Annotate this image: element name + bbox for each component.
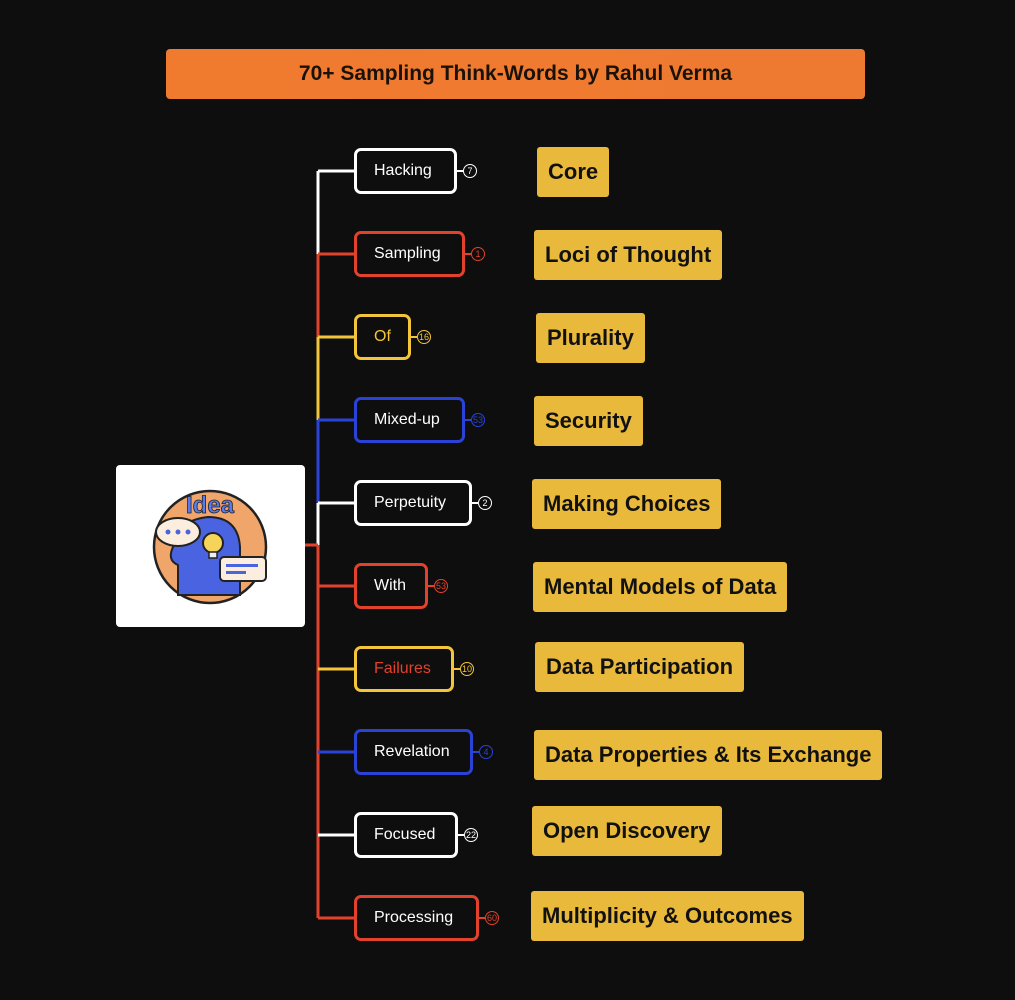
topic-node-label: Perpetuity — [374, 494, 447, 511]
child-count-badge[interactable]: 60 — [485, 911, 499, 925]
topic-node-label: Processing — [374, 909, 454, 926]
topic-node-label: Revelation — [374, 743, 450, 760]
topic-node-label: With — [374, 577, 406, 594]
theme-label: Loci of Thought — [534, 230, 723, 280]
theme-label: Open Discovery — [532, 806, 722, 856]
badge-connector — [454, 668, 460, 670]
badge-connector — [472, 502, 478, 504]
badge-connector — [411, 336, 417, 338]
topic-node[interactable]: Perpetuity — [354, 480, 472, 526]
topic-node[interactable]: With — [354, 563, 428, 609]
badge-connector — [465, 419, 471, 421]
topic-node-label: Failures — [374, 660, 431, 677]
idea-logo-text: Idea — [186, 492, 235, 519]
theme-label: Data Properties & Its Exchange — [534, 730, 883, 780]
topic-node[interactable]: Processing — [354, 895, 479, 941]
topic-node-label: Focused — [374, 826, 436, 843]
theme-label: Multiplicity & Outcomes — [531, 891, 804, 941]
child-count-badge[interactable]: 1 — [471, 247, 485, 261]
child-count-badge[interactable]: 53 — [434, 579, 448, 593]
child-count-badge[interactable]: 53 — [471, 413, 485, 427]
page-title: 70+ Sampling Think-Words by Rahul Verma — [166, 49, 865, 99]
theme-label: Plurality — [536, 313, 645, 363]
child-count-badge[interactable]: 10 — [460, 662, 474, 676]
idea-illustration-icon: Idea — [152, 489, 268, 605]
topic-node[interactable]: Sampling — [354, 231, 465, 277]
badge-connector — [479, 917, 485, 919]
topic-node[interactable]: Hacking — [354, 148, 457, 194]
topic-node[interactable]: Revelation — [354, 729, 473, 775]
badge-connector — [457, 170, 463, 172]
topic-node[interactable]: Focused — [354, 812, 458, 858]
theme-label: Security — [534, 396, 643, 446]
theme-label: Core — [537, 147, 610, 197]
child-count-badge[interactable]: 16 — [417, 330, 431, 344]
theme-label: Data Participation — [535, 642, 745, 692]
topic-node[interactable]: Failures — [354, 646, 454, 692]
badge-connector — [458, 834, 464, 836]
root-idea-image[interactable]: Idea — [116, 465, 305, 627]
child-count-badge[interactable]: 2 — [478, 496, 492, 510]
badge-connector — [473, 751, 479, 753]
topic-node-label: Mixed-up — [374, 411, 440, 428]
topic-node[interactable]: Mixed-up — [354, 397, 465, 443]
child-count-badge[interactable]: 4 — [479, 745, 493, 759]
theme-label: Making Choices — [532, 479, 722, 529]
child-count-badge[interactable]: 22 — [464, 828, 478, 842]
badge-connector — [428, 585, 434, 587]
topic-node-label: Sampling — [374, 245, 441, 262]
badge-connector — [465, 253, 471, 255]
child-count-badge[interactable]: 7 — [463, 164, 477, 178]
topic-node-label: Hacking — [374, 162, 432, 179]
topic-node-label: Of — [374, 328, 391, 345]
theme-label: Mental Models of Data — [533, 562, 788, 612]
topic-node[interactable]: Of — [354, 314, 411, 360]
